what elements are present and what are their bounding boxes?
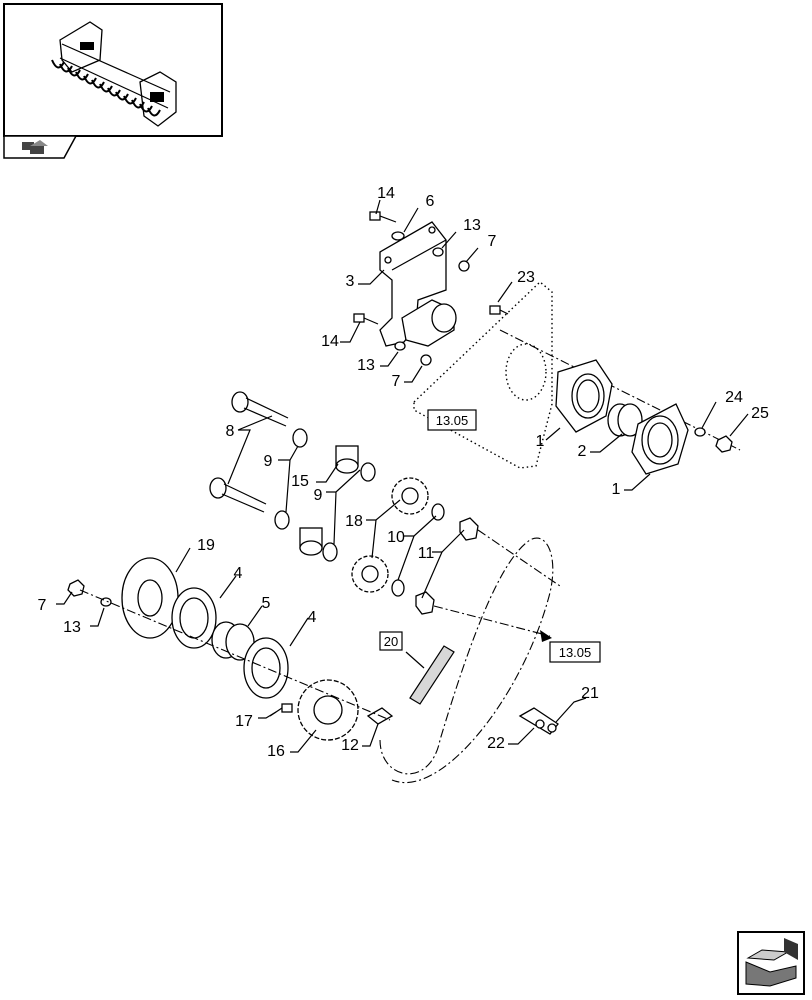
ref-13-05-lower: 13.05: [559, 645, 592, 660]
spacer-9-a: [292, 428, 308, 448]
nut-11-lower: [415, 591, 435, 615]
callout-18: 18: [345, 513, 363, 530]
nut-7-top: [458, 260, 470, 272]
callout-4b: 4: [308, 609, 317, 626]
washer-24: [694, 427, 706, 437]
callout-9a: 9: [264, 453, 273, 470]
callout-24: 24: [725, 389, 743, 406]
bolt-8-upper: [231, 391, 289, 427]
nut-7-mid: [420, 354, 432, 366]
callout-13b: 13: [357, 357, 375, 374]
callout-3: 3: [346, 273, 355, 290]
mounting-bracket: [379, 221, 457, 347]
leader-lines: [56, 199, 749, 753]
sprocket-16: [297, 679, 359, 741]
washer-10-lower: [391, 579, 405, 597]
callout-6: 6: [426, 193, 435, 210]
callout-8: 8: [226, 423, 235, 440]
washer-13-top: [432, 247, 444, 257]
callout-7a: 7: [488, 233, 497, 250]
callout-19: 19: [197, 537, 215, 554]
callouts: 14 6 13 7 3 23 14 13 7 1 2 1 24 25 8 9 1…: [38, 185, 769, 760]
callout-7b: 7: [392, 373, 401, 390]
connecting-link-21-22: [518, 707, 559, 735]
callout-4a: 4: [234, 565, 243, 582]
ref-box-lower[interactable]: 13.05: [549, 641, 601, 663]
roller-15-upper: [335, 445, 359, 474]
callout-16: 16: [267, 743, 285, 760]
next-page-arrow-icon[interactable]: [737, 931, 805, 995]
callout-9b: 9: [314, 487, 323, 504]
callout-25: 25: [751, 405, 769, 422]
callout-14a: 14: [377, 185, 395, 202]
callout-22: 22: [487, 735, 505, 752]
bearing-flange-4-b: [243, 637, 289, 699]
machine-overview-thumbnail[interactable]: [3, 3, 223, 137]
nut-11-upper: [459, 517, 479, 541]
callout-20: 20: [384, 634, 398, 649]
callout-2: 2: [578, 443, 587, 460]
drive-chain-path: [379, 537, 554, 783]
callout-20-box: 20: [379, 631, 403, 651]
callout-7c: 7: [38, 597, 47, 614]
callout-1a: 1: [536, 433, 545, 450]
spacer-9-b: [274, 510, 290, 530]
bolt-14-top: [369, 211, 397, 223]
nut-25: [715, 435, 733, 453]
sprocket-18-upper: [391, 477, 429, 515]
ref-13-05-upper: 13.05: [436, 413, 469, 428]
callout-14b: 14: [321, 333, 339, 350]
bearing-2: [607, 403, 643, 437]
bolt-14-mid: [353, 313, 379, 325]
chain-20: [409, 645, 455, 705]
washer-10-upper: [431, 503, 445, 521]
callout-5: 5: [262, 595, 271, 612]
bearing-flange-1-a: [555, 359, 613, 433]
washer-6: [391, 231, 405, 241]
callout-10: 10: [387, 529, 405, 546]
bolt-8-lower: [209, 477, 267, 513]
bolt-23: [489, 305, 509, 315]
callout-23: 23: [517, 269, 535, 286]
callout-11: 11: [418, 545, 435, 562]
callout-1b: 1: [612, 481, 621, 498]
prev-page-arrow-icon[interactable]: [3, 135, 78, 159]
bearing-flange-4-a: [171, 587, 217, 649]
ref-box-upper[interactable]: 13.05: [427, 409, 477, 431]
spacer-9-c: [360, 462, 376, 482]
bearing-flange-1-b: [631, 403, 689, 475]
callout-13a: 13: [463, 217, 481, 234]
bearing-5: [211, 621, 255, 661]
callout-13c: 13: [63, 619, 81, 636]
spacer-9-d: [322, 542, 338, 562]
flange-plate-19: [121, 557, 179, 639]
callout-21: 21: [581, 685, 599, 702]
callout-17: 17: [235, 713, 253, 730]
callout-15: 15: [291, 473, 309, 490]
washer-13-mid: [394, 341, 406, 351]
roller-15-lower: [299, 527, 323, 556]
callout-12: 12: [341, 737, 359, 754]
sprocket-18-lower: [351, 555, 389, 593]
